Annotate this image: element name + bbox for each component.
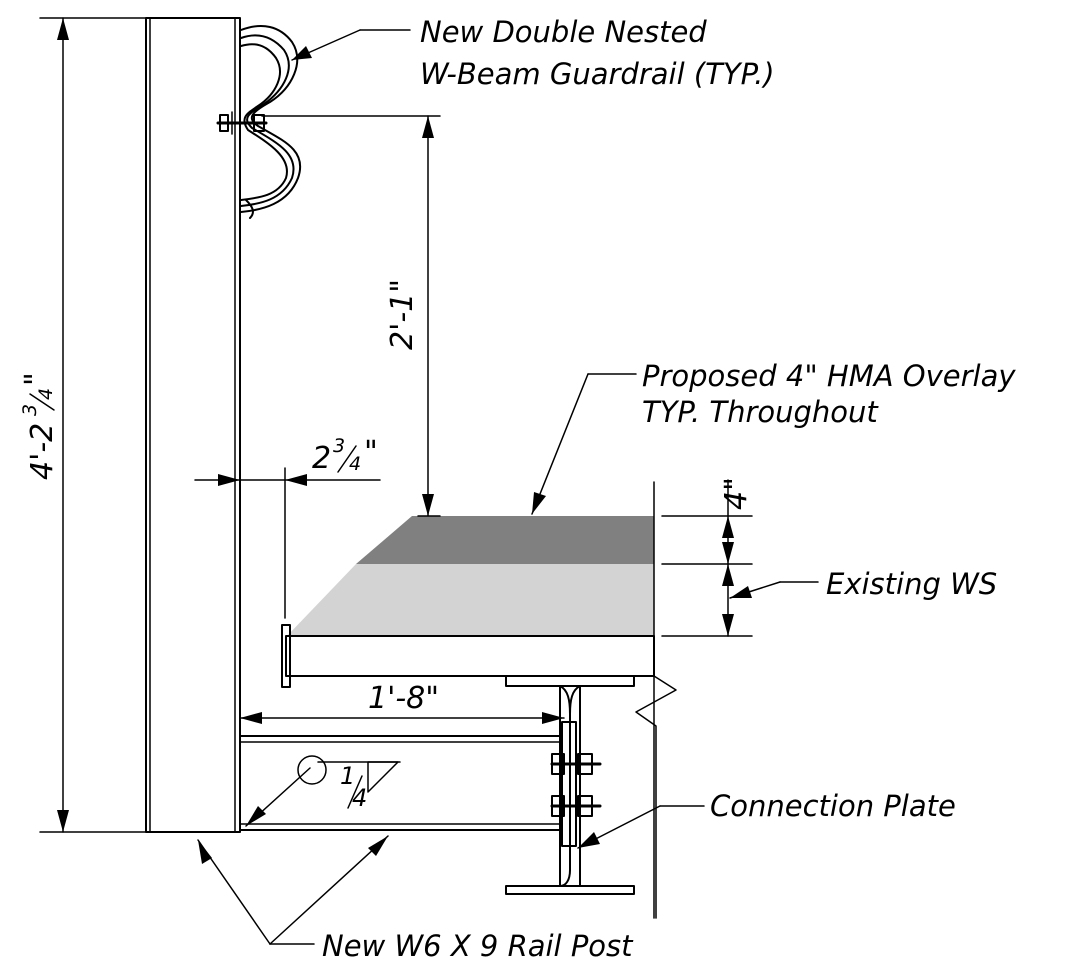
overlay-label-line2: TYP. Throughout [642,395,879,429]
overall-height-dimension [39,17,147,833]
guardrail-label-line2: W-Beam Guardrail (TYP.) [420,57,775,91]
offset-dimension [194,467,381,619]
guardrail-label-line1: New Double Nested [420,15,707,49]
existing-ws-leader [729,581,819,599]
hma-overlay [356,516,654,564]
offset-frac-den: 4 [349,453,361,475]
guardrail-bolt [216,111,268,135]
offset-frac-num: 3 [333,435,345,457]
connection-bolt-upper [550,753,602,775]
offset-text: 2 [312,441,331,476]
offset-inch: " [364,435,378,470]
weld-size-num: 1 [340,762,355,790]
existing-wearing-surface [287,564,654,636]
vertical-rail-post [145,17,241,833]
rail-post-label: New W6 X 9 Rail Post [322,929,634,963]
connection-plate [561,721,577,847]
w-beam-guardrail [240,25,301,219]
connection-bolt-lower [550,795,602,817]
overall-height-text: 4'-2 [25,423,60,480]
overlay-thickness-text: 4" [719,477,754,510]
overall-height-inch: " [19,372,54,386]
connection-plate-label: Connection Plate [710,789,956,823]
connection-plate-leader [577,805,705,849]
girder [505,675,635,895]
horizontal-rail-post [239,735,563,831]
rail-post-leader [197,835,389,945]
overlay-leader [531,373,637,515]
overall-height-frac-den: 4 [35,388,57,400]
post-length-dimension [239,712,565,724]
weld-symbol [245,755,401,827]
right-dimensions [653,479,753,919]
overall-height-frac-num: 3 [19,404,41,416]
existing-ws-label: Existing WS [826,567,997,601]
weld-size-den: 4 [352,784,367,812]
post-length-text: 1'-8" [368,681,439,716]
break-line [635,675,677,919]
top-to-rail-text: 2'-1" [385,279,420,350]
top-to-rail-dimension [261,115,441,517]
guardrail-leader [291,29,411,61]
overlay-label-line1: Proposed 4" HMA Overlay [642,359,1016,393]
